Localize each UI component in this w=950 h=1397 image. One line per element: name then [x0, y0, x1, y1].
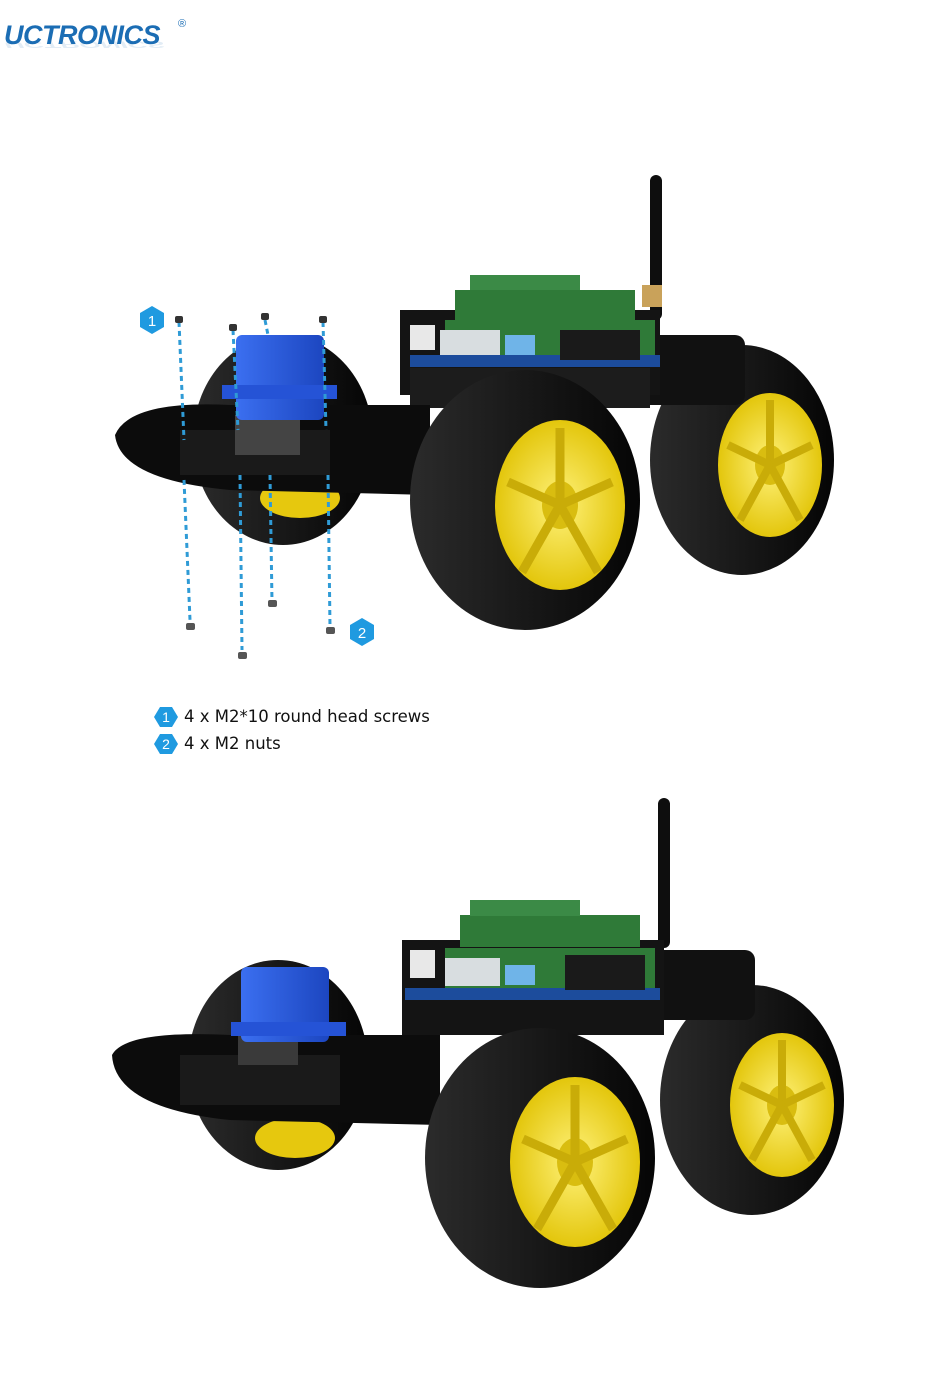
callout-number-1: 1	[148, 313, 156, 330]
pcb-stack	[402, 900, 664, 1035]
assembled-robot-illustration	[0, 790, 950, 1300]
legend-text: 4 x M2*10 round head screws	[184, 707, 430, 726]
legend-row: 1 4 x M2*10 round head screws	[152, 703, 430, 730]
legend-number: 2	[162, 736, 170, 752]
front-right-wheel	[410, 370, 640, 630]
brand-logo-reflection: UCTRONICS	[4, 39, 165, 50]
parts-legend: 1 4 x M2*10 round head screws 2 4 x M2 n…	[152, 703, 430, 757]
callout-number-2: 2	[358, 625, 366, 642]
legend-row: 2 4 x M2 nuts	[152, 730, 430, 757]
legend-text: 4 x M2 nuts	[184, 734, 281, 753]
front-right-wheel	[425, 1028, 655, 1288]
hex-badge-icon: 1	[152, 705, 180, 729]
m2-nuts	[186, 600, 335, 659]
antenna	[642, 175, 662, 320]
exploded-assembly-illustration: 1 2	[0, 160, 950, 670]
m2-screws	[175, 313, 327, 331]
callout-badge-1: 1	[140, 306, 164, 334]
legend-number: 1	[162, 709, 170, 725]
callout-badge-2: 2	[350, 618, 374, 646]
registered-mark: ®	[178, 18, 186, 30]
brand-logo: UCTRONICS ® UCTRONICS	[4, 20, 194, 60]
hex-badge-icon: 2	[152, 732, 180, 756]
rear-chassis-bracket	[650, 950, 755, 1020]
